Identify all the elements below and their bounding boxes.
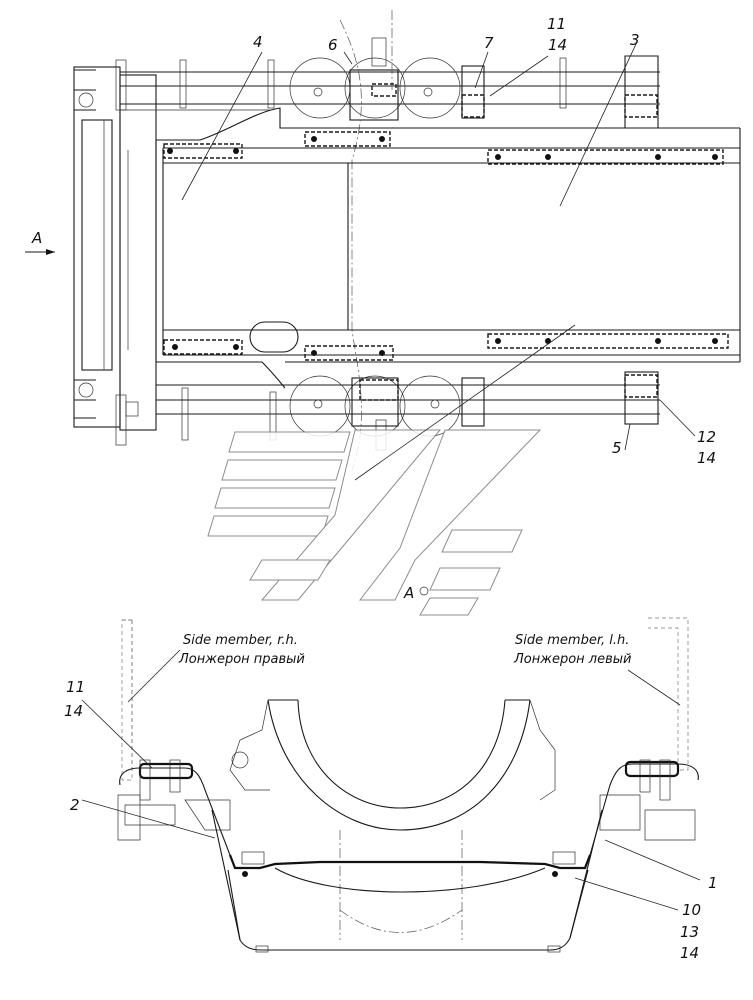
protection-guard <box>211 809 603 953</box>
top-callout-leaders <box>181 43 696 451</box>
callout-2: 2 <box>70 796 80 814</box>
callout-7: 7 <box>484 34 494 52</box>
callout-14-bottom: 14 <box>697 449 716 467</box>
callout-5: 5 <box>612 439 622 457</box>
side-member-rh-en: Side member, r.h. <box>183 633 298 648</box>
callout-12: 12 <box>697 428 716 446</box>
section-a-view: A Side member, r.h. Лонжерон правый Side… <box>64 584 718 962</box>
side-member-lh-en: Side member, l.h. <box>515 633 629 648</box>
side-member-lh-ru: Лонжерон левый <box>513 652 631 667</box>
protection-pan-outline <box>155 55 741 425</box>
callout-14-top: 14 <box>548 36 567 54</box>
callout-11-section: 11 <box>66 678 85 696</box>
watermark-logo <box>207 429 542 616</box>
side-member-rh <box>121 619 133 781</box>
lower-frame-rail <box>156 384 660 415</box>
left-bracket <box>117 759 231 856</box>
side-member-rh-ru: Лонжерон правый <box>178 652 305 667</box>
upper-frame-rail <box>120 71 660 111</box>
section-callout-leaders <box>81 699 701 911</box>
view-arrow-label: A <box>31 229 42 247</box>
front-cross-member <box>73 59 157 446</box>
callout-14-section-bottom: 14 <box>680 944 699 962</box>
section-line <box>354 324 576 481</box>
callout-11-top: 11 <box>547 15 566 33</box>
callout-4: 4 <box>253 33 263 51</box>
right-bracket <box>589 759 699 856</box>
callout-3: 3 <box>630 31 640 49</box>
callout-13: 13 <box>680 923 699 941</box>
plan-view: A 4 6 7 11 14 3 5 12 14 <box>25 10 741 471</box>
callout-10: 10 <box>682 901 701 919</box>
suspension-wheels <box>289 10 485 471</box>
callout-6: 6 <box>328 36 338 54</box>
engine-outline <box>229 699 556 940</box>
callout-14-section: 14 <box>64 702 83 720</box>
view-arrow-a: A <box>25 229 55 255</box>
section-title: A <box>403 584 414 602</box>
callout-1: 1 <box>708 874 718 892</box>
fastening-strips <box>163 83 729 401</box>
frame-bolts <box>179 37 567 451</box>
side-member-lh <box>648 617 689 771</box>
